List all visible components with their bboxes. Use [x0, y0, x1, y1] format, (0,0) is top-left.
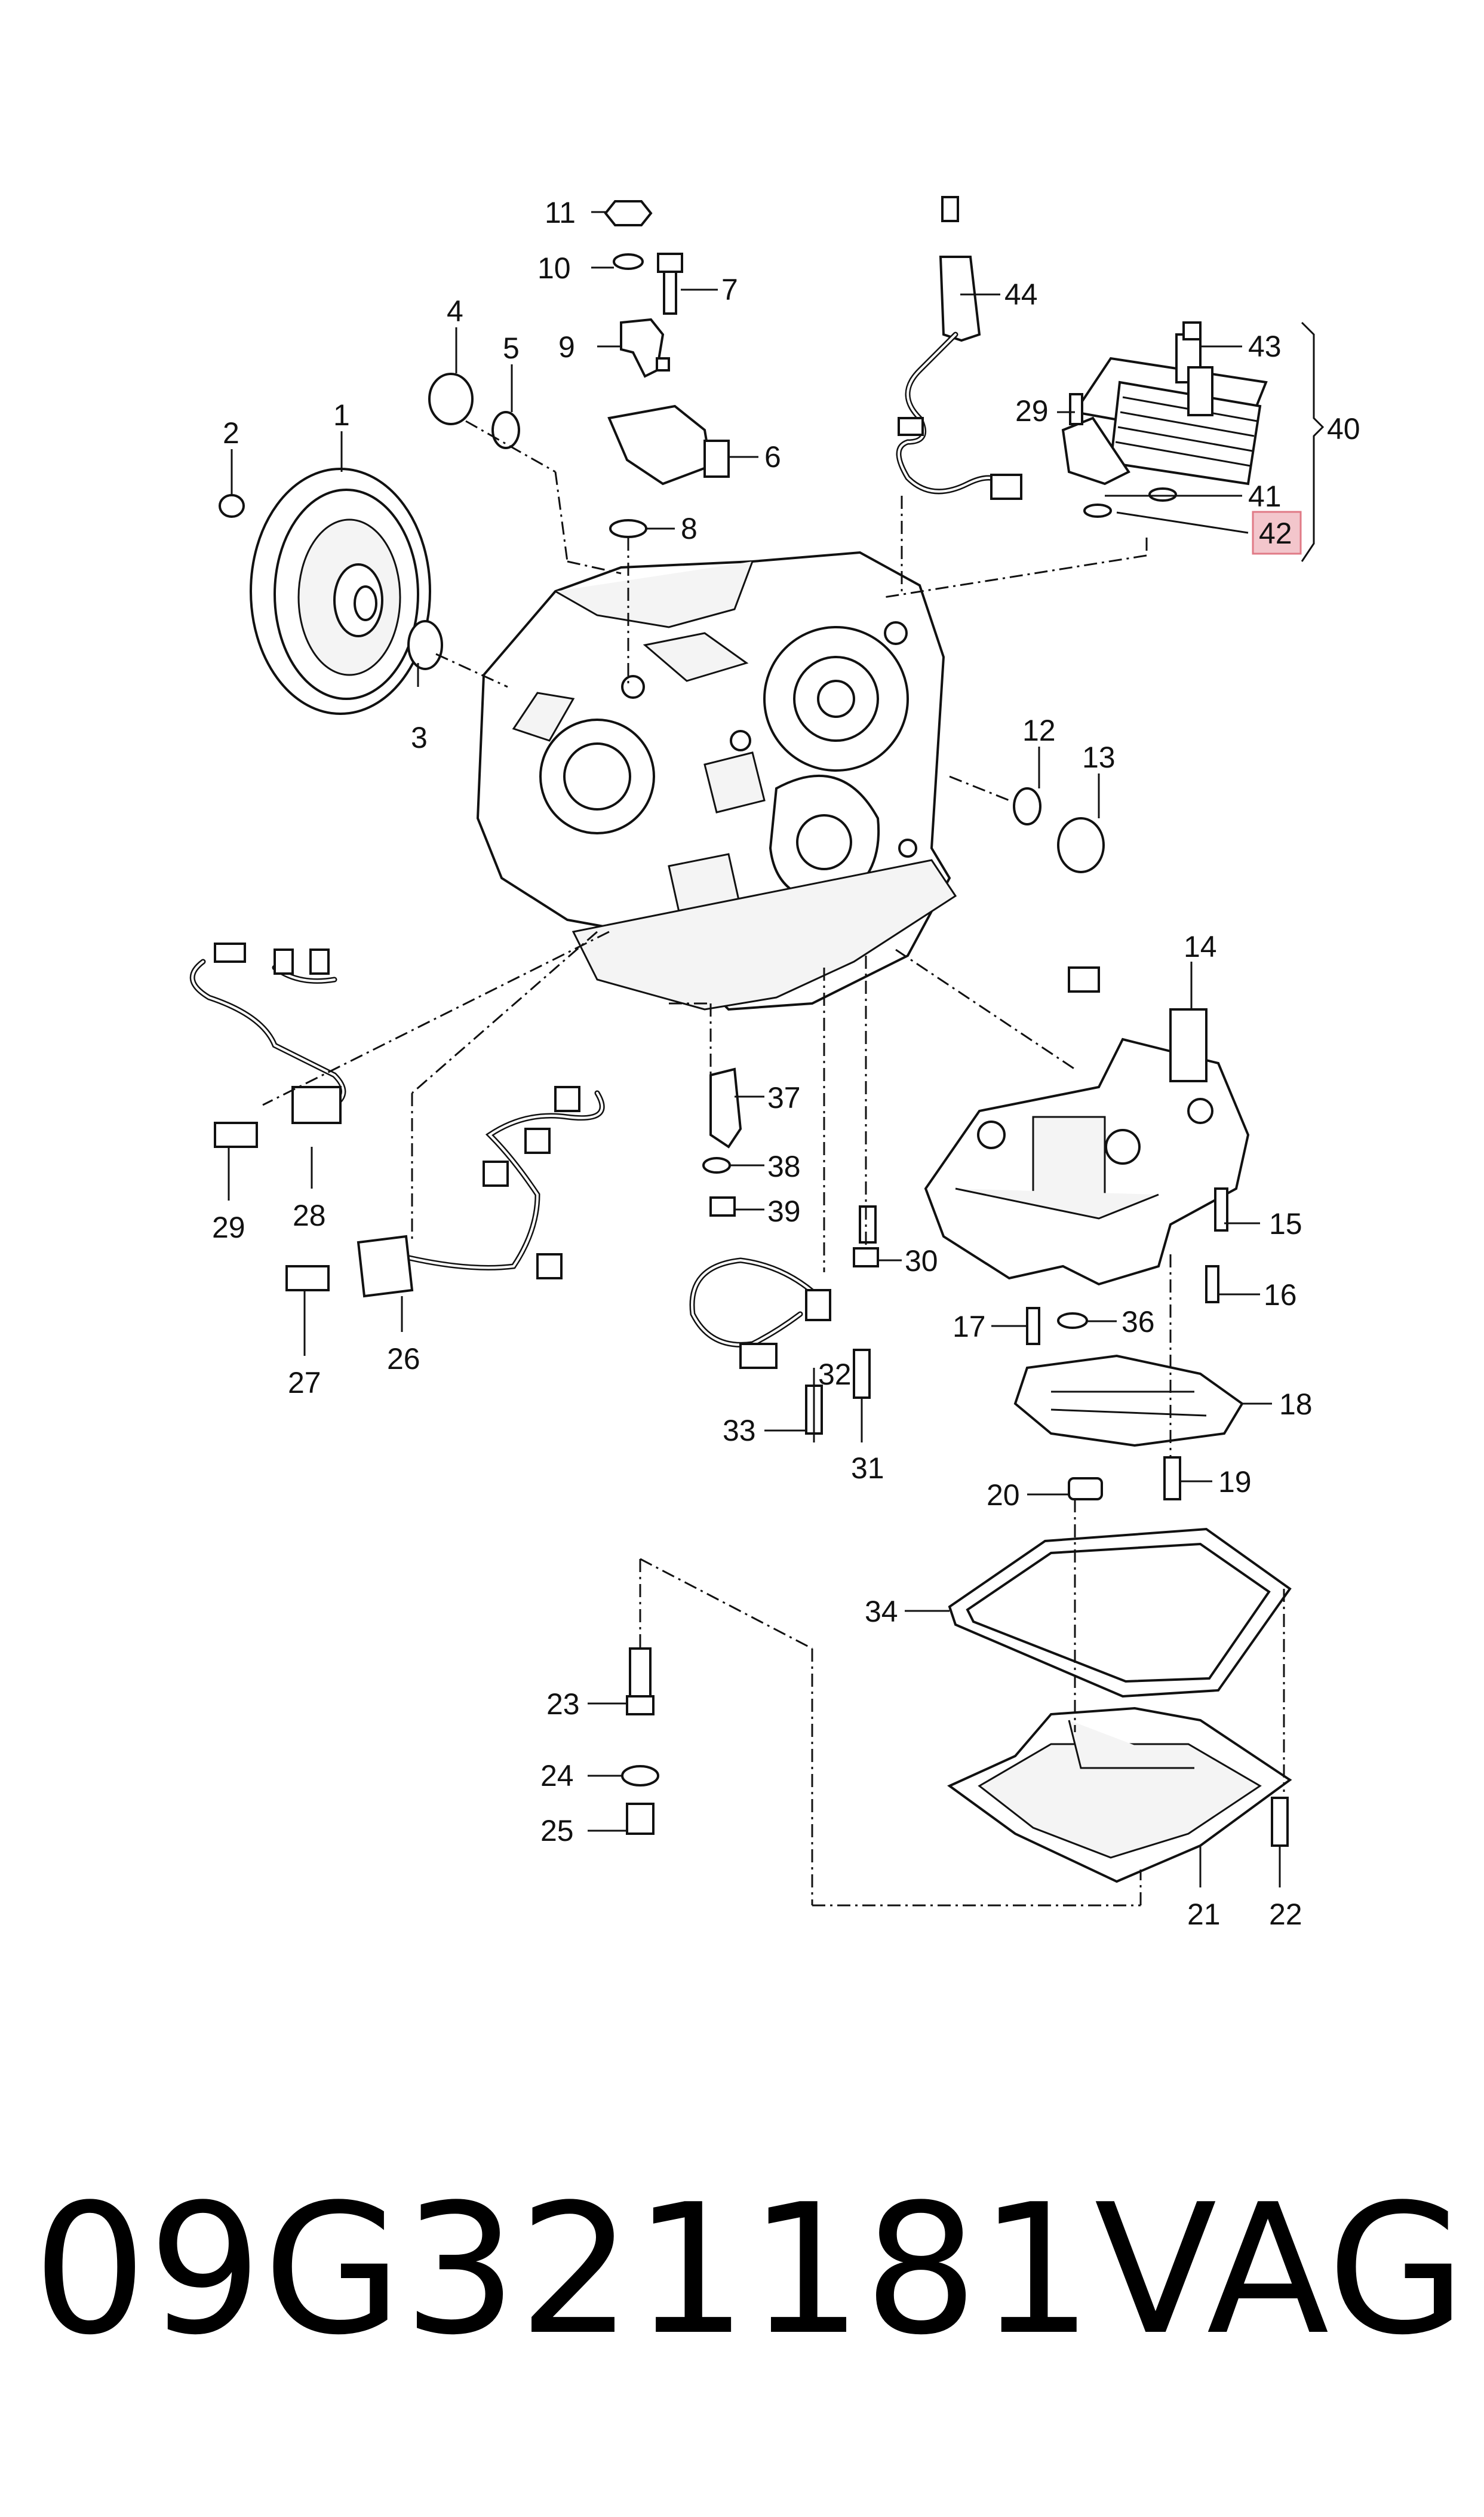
- callout-4[interactable]: 4: [447, 294, 463, 328]
- selector-parts: [604, 200, 730, 486]
- small-parts: [214, 966, 1289, 1847]
- callout-11[interactable]: 11: [545, 196, 576, 229]
- callout-2[interactable]: 2: [223, 416, 239, 450]
- transmission-housing: [476, 551, 957, 1011]
- callout-8[interactable]: 8: [681, 512, 698, 545]
- callout-28[interactable]: 28: [293, 1199, 326, 1232]
- callout-15[interactable]: 15: [1269, 1207, 1302, 1241]
- torque-converter: [250, 468, 431, 715]
- callout-18[interactable]: 18: [1279, 1388, 1313, 1421]
- exploded-parts-diagram: 1 2 3 4 5 6 7 8 9 10 11 12 13 14 15 16 1…: [189, 196, 1360, 1931]
- sensor-harness-44: [896, 196, 1022, 500]
- callout-labels: 1 2 3 4 5 6 7 8 9 10 11 12 13 14 15 16 1…: [212, 196, 1360, 1931]
- callout-24[interactable]: 24: [540, 1759, 574, 1792]
- callout-38[interactable]: 38: [767, 1150, 801, 1183]
- callout-23[interactable]: 23: [546, 1687, 580, 1721]
- brand-label: VAG: [1094, 2165, 1467, 2374]
- callout-20[interactable]: 20: [987, 1478, 1020, 1512]
- valve-body-14: [924, 1008, 1250, 1286]
- harness-30-32: [689, 1247, 879, 1369]
- callout-16[interactable]: 16: [1264, 1278, 1297, 1312]
- callout-17[interactable]: 17: [953, 1310, 986, 1343]
- callout-42-highlight: [1252, 511, 1302, 555]
- harness-26: [357, 1086, 605, 1298]
- harness-28: [189, 943, 346, 1124]
- callout-3[interactable]: 3: [411, 721, 428, 754]
- callout-5[interactable]: 5: [503, 331, 520, 365]
- callout-12[interactable]: 12: [1022, 714, 1056, 747]
- callout-36[interactable]: 36: [1122, 1305, 1155, 1339]
- callout-13[interactable]: 13: [1082, 741, 1116, 774]
- leader-lines: [228, 211, 1325, 1887]
- oil-cooler-40: [1061, 321, 1268, 486]
- callout-32[interactable]: 32: [818, 1358, 852, 1391]
- callout-40[interactable]: 40: [1327, 412, 1360, 446]
- seals: [219, 253, 1177, 1787]
- callout-14[interactable]: 14: [1184, 930, 1217, 963]
- callout-34[interactable]: 34: [865, 1595, 898, 1628]
- pan-gasket-34: [948, 1527, 1292, 1698]
- callout-43[interactable]: 43: [1248, 330, 1282, 363]
- assembly-lines: [262, 420, 1285, 1907]
- callout-39[interactable]: 39: [767, 1195, 801, 1228]
- callout-1[interactable]: 1: [333, 398, 350, 432]
- callout-29-top[interactable]: 29: [1015, 394, 1049, 428]
- callout-30[interactable]: 30: [905, 1244, 938, 1278]
- callout-21[interactable]: 21: [1187, 1898, 1221, 1931]
- callout-9[interactable]: 9: [558, 330, 575, 364]
- callout-22[interactable]: 22: [1269, 1898, 1302, 1931]
- oil-pan-21: [947, 1706, 1292, 1883]
- caption-bar: 09G321181 VAG: [33, 2144, 1466, 2395]
- callout-41[interactable]: 41: [1248, 480, 1282, 513]
- oil-filter-18: [1013, 1354, 1244, 1447]
- callout-29-left[interactable]: 29: [212, 1211, 245, 1244]
- part-number: 09G321181: [33, 2165, 1095, 2374]
- callout-31[interactable]: 31: [851, 1451, 884, 1485]
- callout-6[interactable]: 6: [764, 440, 781, 474]
- callout-42[interactable]: 42: [1259, 517, 1292, 550]
- callout-10[interactable]: 10: [537, 251, 571, 285]
- callout-27[interactable]: 27: [288, 1366, 321, 1399]
- callout-25[interactable]: 25: [540, 1814, 574, 1847]
- callout-7[interactable]: 7: [721, 273, 738, 306]
- callout-26[interactable]: 26: [387, 1342, 420, 1376]
- callout-19[interactable]: 19: [1218, 1465, 1252, 1499]
- callout-37[interactable]: 37: [767, 1081, 801, 1115]
- callout-44[interactable]: 44: [1004, 278, 1038, 311]
- callout-33[interactable]: 33: [723, 1414, 756, 1447]
